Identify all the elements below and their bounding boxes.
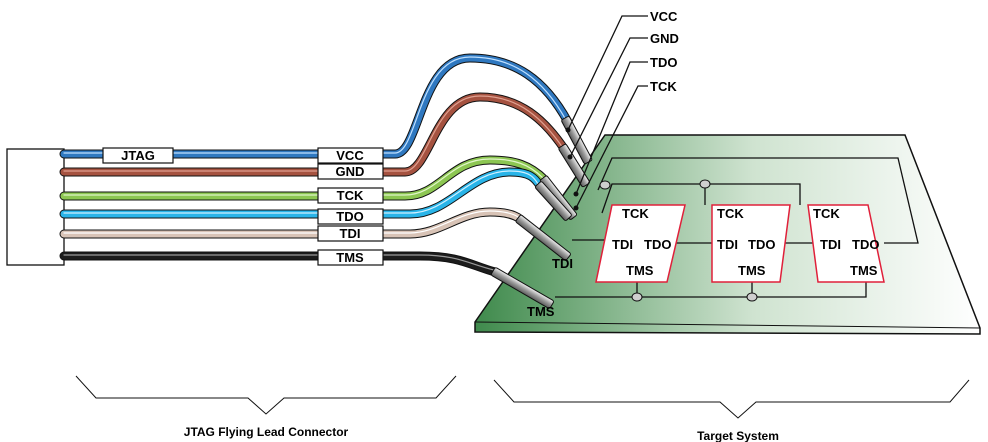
device-tms-label: TMS <box>738 263 766 278</box>
junction-dot <box>599 180 611 190</box>
right-brace <box>493 379 970 419</box>
device-tdo-label: TDO <box>748 237 775 252</box>
device-tdo-label: TDO <box>852 237 879 252</box>
callout-tck: TCK <box>650 79 677 94</box>
device-2: TCK TDI TDO TMS <box>711 204 791 283</box>
tdi-label: TDI <box>340 226 361 241</box>
callout-gnd: GND <box>650 31 679 46</box>
vcc-label: VCC <box>336 148 364 163</box>
device-tms-label: TMS <box>626 263 654 278</box>
device-tck-label: TCK <box>813 206 840 221</box>
wire-gnd <box>59 92 570 177</box>
probe-tms <box>490 267 554 309</box>
tck-label: TCK <box>337 188 364 203</box>
probes <box>490 116 593 309</box>
callout-lines <box>567 15 648 209</box>
device-tms-label: TMS <box>850 263 878 278</box>
device-tdi-label: TDI <box>820 237 841 252</box>
device-tdi-label: TDI <box>612 237 633 252</box>
callout-tms: TMS <box>527 304 555 319</box>
junction-dots <box>599 179 758 302</box>
braces <box>75 375 970 419</box>
callout-vcc: VCC <box>650 9 678 24</box>
junction-dot <box>746 292 758 302</box>
wire-label-boxes: JTAG VCC GND TCK TDO TDI TMS <box>102 147 384 266</box>
probe-gnd <box>558 143 590 188</box>
device-tdi-label: TDI <box>717 237 738 252</box>
connector-housing <box>6 148 65 266</box>
device-tdo-label: TDO <box>644 237 671 252</box>
callout-tdo: TDO <box>650 55 677 70</box>
tms-label: TMS <box>336 250 364 265</box>
gnd-label: GND <box>336 164 365 179</box>
caption-flying-lead: JTAG Flying Lead Connector <box>184 425 349 439</box>
device-tck-label: TCK <box>622 206 649 221</box>
device-3: TCK TDI TDO TMS <box>807 204 885 283</box>
wire-tdi <box>59 207 525 239</box>
probe-tdi <box>515 214 571 261</box>
wires <box>59 53 573 277</box>
left-brace <box>75 375 457 415</box>
device-1: TCK TDI TDO TMS <box>595 204 686 283</box>
callout-tdi: TDI <box>552 256 573 271</box>
jtag-label: JTAG <box>121 148 155 163</box>
junction-dot <box>631 292 643 302</box>
wire-tdo <box>59 167 545 219</box>
caption-target-system: Target System <box>697 429 779 442</box>
wire-tck <box>59 155 550 201</box>
junction-dot <box>699 179 711 189</box>
device-tck-label: TCK <box>717 206 744 221</box>
wire-vcc <box>59 53 573 159</box>
wire-tms <box>59 251 500 277</box>
probe-tdo <box>534 181 572 221</box>
tdo-label: TDO <box>336 209 363 224</box>
